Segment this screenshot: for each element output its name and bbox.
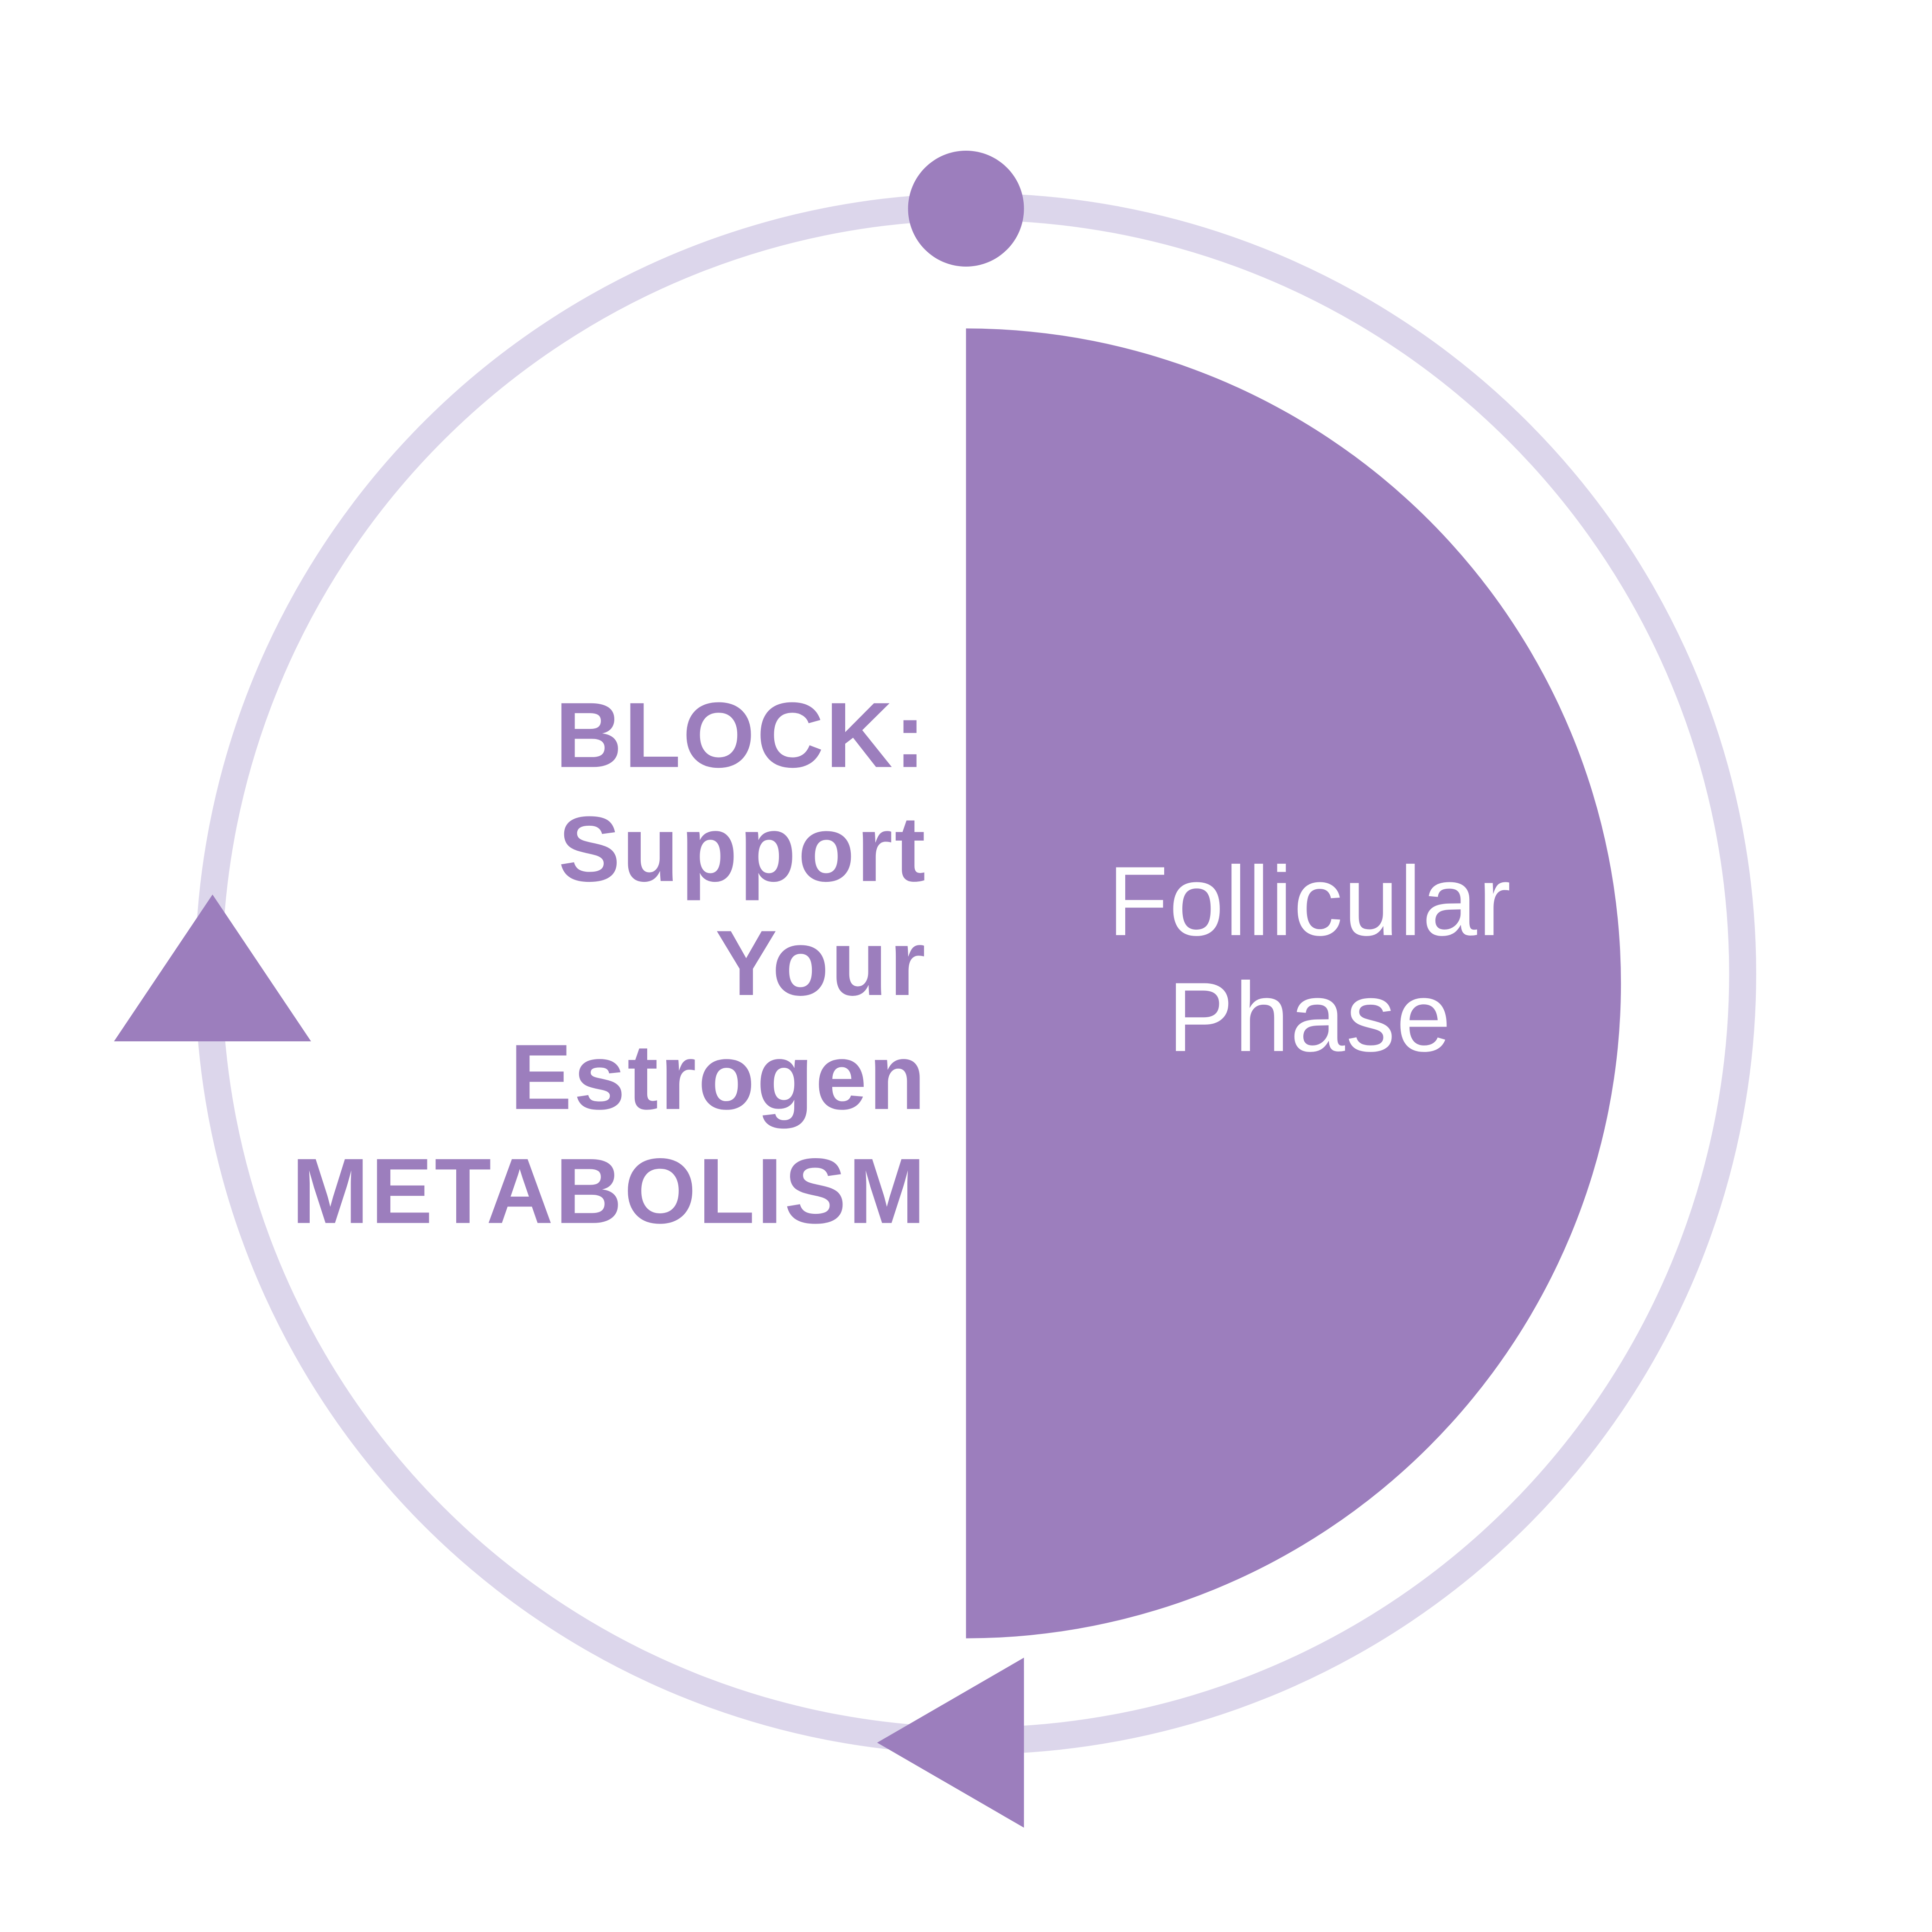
note-line-4: Estrogen	[510, 1026, 927, 1129]
phase-label: Follicular Phase	[1108, 847, 1512, 1072]
note-line-1: BLOCK:	[555, 683, 928, 787]
note-line-5: METABOLISM	[292, 1140, 927, 1243]
phase-label-line-2: Phase	[1168, 963, 1452, 1072]
note-line-3: Your	[715, 912, 927, 1015]
follicular-phase-slice	[966, 328, 1621, 1639]
note-text-block: BLOCK: Support Your Estrogen METABOLISM	[292, 683, 928, 1243]
arrow-left-icon	[877, 1658, 1024, 1828]
phase-label-line-1: Follicular	[1108, 847, 1512, 956]
cycle-start-dot-icon	[908, 151, 1024, 267]
arrow-up-icon	[114, 894, 311, 1042]
note-line-2: Support	[558, 797, 927, 901]
